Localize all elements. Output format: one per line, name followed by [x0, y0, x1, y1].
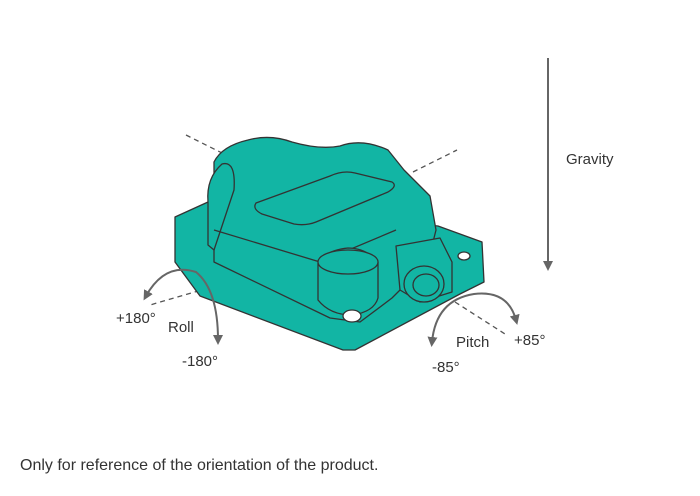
device-left-corner	[207, 162, 235, 251]
pitch-axis-line-front	[454, 301, 506, 335]
pitch-minus-label: -85°	[432, 359, 460, 376]
roll-plus-label: +180°	[116, 310, 156, 327]
device-mounting-hole	[342, 309, 362, 323]
pitch-plus-label: +85°	[514, 332, 545, 349]
pitch-axis-line-back	[412, 149, 458, 173]
roll-minus-label: -180°	[182, 353, 218, 370]
roll-label: Roll	[168, 319, 194, 336]
device-top-panel	[254, 171, 395, 226]
reference-caption: Only for reference of the orientation of…	[20, 457, 379, 474]
device-connector-ring	[412, 273, 440, 297]
device-illustration	[174, 136, 485, 351]
pitch-rotation-arrow	[427, 292, 520, 347]
device-right-hole	[457, 251, 471, 261]
gravity-label: Gravity	[566, 151, 614, 168]
device-boss-top	[317, 249, 379, 275]
roll-rotation-arrow	[143, 268, 223, 345]
pitch-label: Pitch	[456, 334, 489, 351]
